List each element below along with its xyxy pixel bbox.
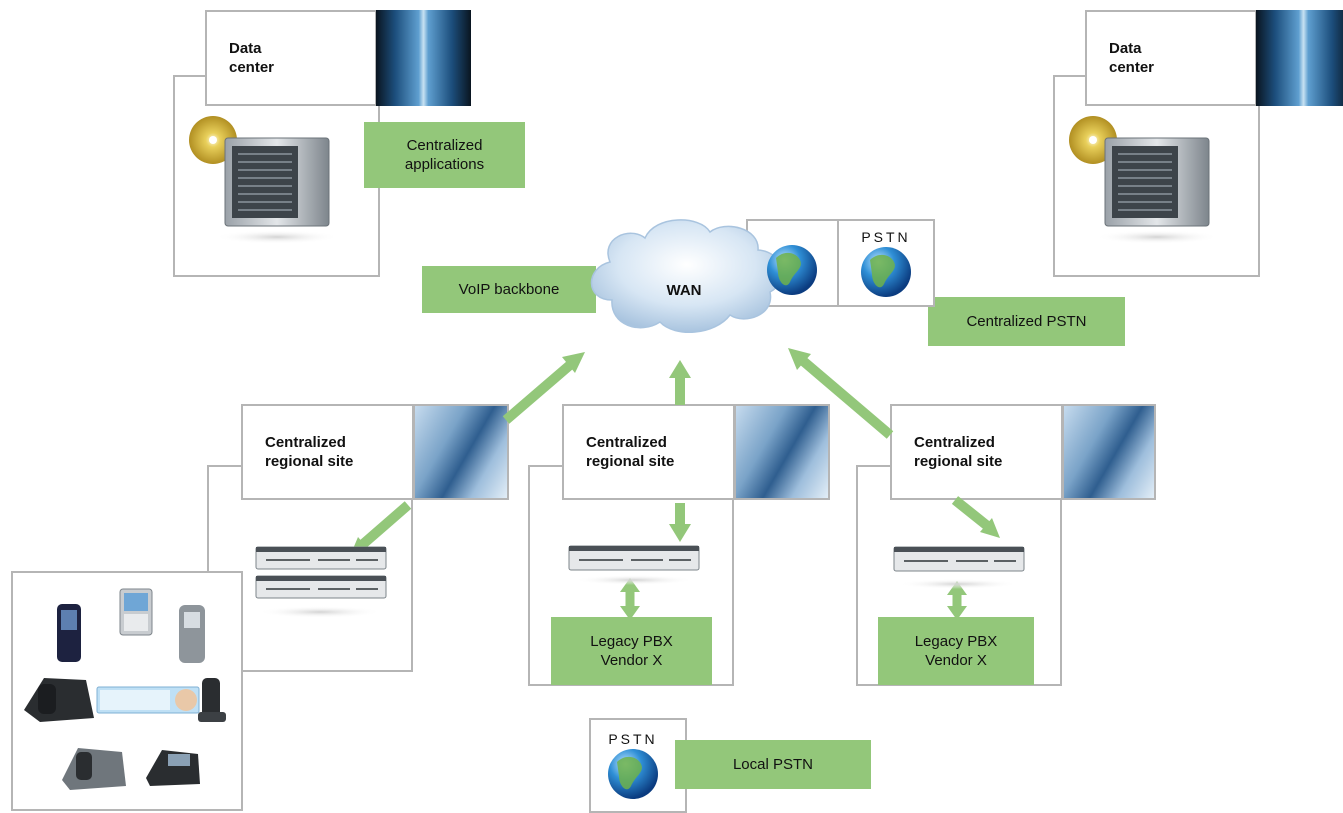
regional-site-2-title: Centralized regional site xyxy=(562,404,735,500)
data-center-right-photo xyxy=(1256,10,1343,106)
data-center-left-photo xyxy=(376,10,471,106)
server-with-disc-icon xyxy=(1069,116,1219,244)
arrow-icon xyxy=(502,352,585,424)
regional-site-3-photo xyxy=(1062,404,1156,500)
network-switch-icon xyxy=(255,546,387,618)
cloud-icon xyxy=(590,219,783,333)
regional-site-3-label: Centralized regional site xyxy=(914,434,1003,470)
pstn-globe-icon: PSTN xyxy=(861,229,911,297)
desk-phone-icon xyxy=(24,678,94,722)
dect-handset-icon xyxy=(198,678,226,722)
regional-site-1-title: Centralized regional site xyxy=(241,404,414,500)
centralized-applications-label: Centralized applications xyxy=(364,122,525,188)
arrow-icon xyxy=(951,496,1000,538)
data-center-right-title: Data center xyxy=(1085,10,1257,106)
centralized-pstn-label: Centralized PSTN xyxy=(928,297,1125,346)
softphone-icon xyxy=(96,686,200,714)
arrow-icon xyxy=(669,360,691,405)
arrow-group xyxy=(350,348,1000,620)
mobile-phone-icon xyxy=(119,588,153,636)
dect-handset-icon xyxy=(179,605,205,663)
mobile-phone-icon xyxy=(57,604,81,662)
pstn-arc-text: PSTN xyxy=(861,229,910,245)
wan-label: WAN xyxy=(667,282,702,299)
network-switch-icon xyxy=(568,545,700,585)
regional-site-2-photo xyxy=(734,404,830,500)
arrow-icon xyxy=(788,348,894,439)
data-center-left-title: Data center xyxy=(205,10,377,106)
arrow-icon xyxy=(620,578,640,620)
pstn-globe-icon: PSTN xyxy=(608,731,658,799)
pstn-arc-text: PSTN xyxy=(608,731,657,747)
network-switch-icon xyxy=(893,546,1025,589)
legacy-pbx-site-3: Legacy PBX Vendor X xyxy=(878,617,1034,685)
desk-phone-icon xyxy=(62,748,126,790)
regional-site-1-label: Centralized regional site xyxy=(265,434,354,470)
pstn-globe-divider xyxy=(837,219,839,307)
regional-site-3-title: Centralized regional site xyxy=(890,404,1063,500)
regional-site-2-label: Centralized regional site xyxy=(586,434,675,470)
data-center-left-label: Data center xyxy=(229,40,275,76)
voip-backbone-label: VoIP backbone xyxy=(422,266,596,313)
arrow-icon xyxy=(669,503,691,542)
data-center-right-label: Data center xyxy=(1109,40,1155,76)
local-pstn-label: Local PSTN xyxy=(675,740,871,789)
desk-phone-icon xyxy=(146,750,200,786)
server-with-disc-icon xyxy=(189,116,339,244)
globe-icon xyxy=(767,245,817,295)
regional-site-1-photo xyxy=(413,404,509,500)
legacy-pbx-site-2: Legacy PBX Vendor X xyxy=(551,617,712,685)
